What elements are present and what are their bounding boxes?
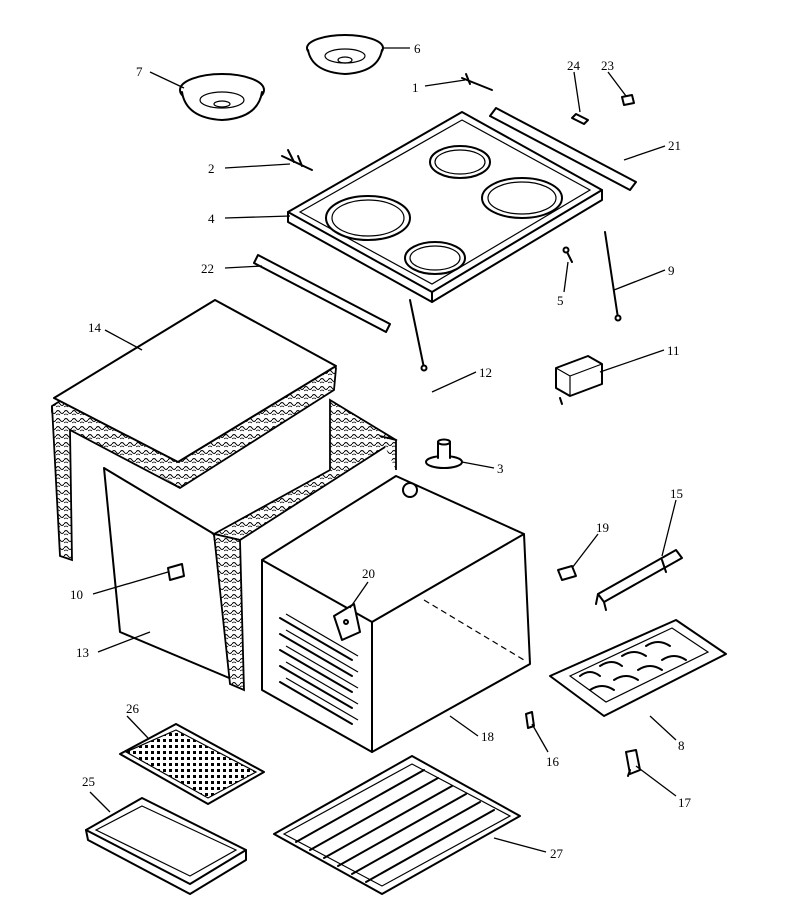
part-9-rod <box>604 231 622 322</box>
part-18-oven-liner <box>261 475 531 753</box>
leader-lines <box>89 47 677 853</box>
part-12-tube <box>372 352 430 420</box>
part-22-trim-strip <box>253 254 391 333</box>
part-4-cooktop <box>287 111 603 303</box>
part-23-clip <box>621 94 635 106</box>
label-3: 3 <box>497 461 504 476</box>
part-20-bracket <box>333 603 361 641</box>
label-4: 4 <box>208 211 215 226</box>
label-10: 10 <box>70 587 83 602</box>
label-21: 21 <box>668 138 681 153</box>
label-13: 13 <box>76 645 89 660</box>
label-14: 14 <box>88 320 102 335</box>
label-22: 22 <box>201 261 214 276</box>
part-25-broil-pan <box>85 797 247 895</box>
label-9: 9 <box>668 263 675 278</box>
label-5: 5 <box>557 293 564 308</box>
part-10-clip <box>167 563 185 581</box>
label-1: 1 <box>412 80 419 95</box>
part-1-clip <box>461 73 493 91</box>
label-16: 16 <box>546 754 560 769</box>
part-3-fitting <box>425 438 463 469</box>
label-20: 20 <box>362 566 375 581</box>
label-27: 27 <box>550 846 564 861</box>
part-labels: 1 2 3 4 5 6 7 8 9 10 11 12 13 14 15 16 1… <box>70 41 692 861</box>
part-19-clip <box>557 565 577 581</box>
part-11-bracket <box>555 355 603 405</box>
part-24-clip <box>571 113 589 125</box>
label-12: 12 <box>479 365 492 380</box>
label-18: 18 <box>481 729 494 744</box>
label-23: 23 <box>601 58 614 73</box>
label-19: 19 <box>596 520 609 535</box>
label-24: 24 <box>567 58 581 73</box>
part-14-insulation-top <box>51 299 337 562</box>
part-17-clip <box>625 749 641 777</box>
part-26-broil-pan-grid <box>119 723 265 805</box>
label-8: 8 <box>678 738 685 753</box>
part-7-drip-bowl <box>179 73 265 121</box>
label-7: 7 <box>136 64 143 79</box>
label-25: 25 <box>82 774 95 789</box>
cooktop-support-rod <box>409 299 428 372</box>
label-2: 2 <box>208 161 215 176</box>
part-15-bracket <box>595 549 683 611</box>
part-21-trim-strip <box>489 107 637 191</box>
label-6: 6 <box>414 41 421 56</box>
label-15: 15 <box>670 486 683 501</box>
part-27-oven-rack <box>273 755 521 895</box>
part-6-drip-bowl <box>306 34 384 75</box>
label-26: 26 <box>126 701 140 716</box>
part-2-clip <box>281 149 313 171</box>
label-11: 11 <box>667 343 680 358</box>
label-17: 17 <box>678 795 692 810</box>
part-5-screw <box>562 246 573 263</box>
part-8-bake-element <box>549 619 727 717</box>
